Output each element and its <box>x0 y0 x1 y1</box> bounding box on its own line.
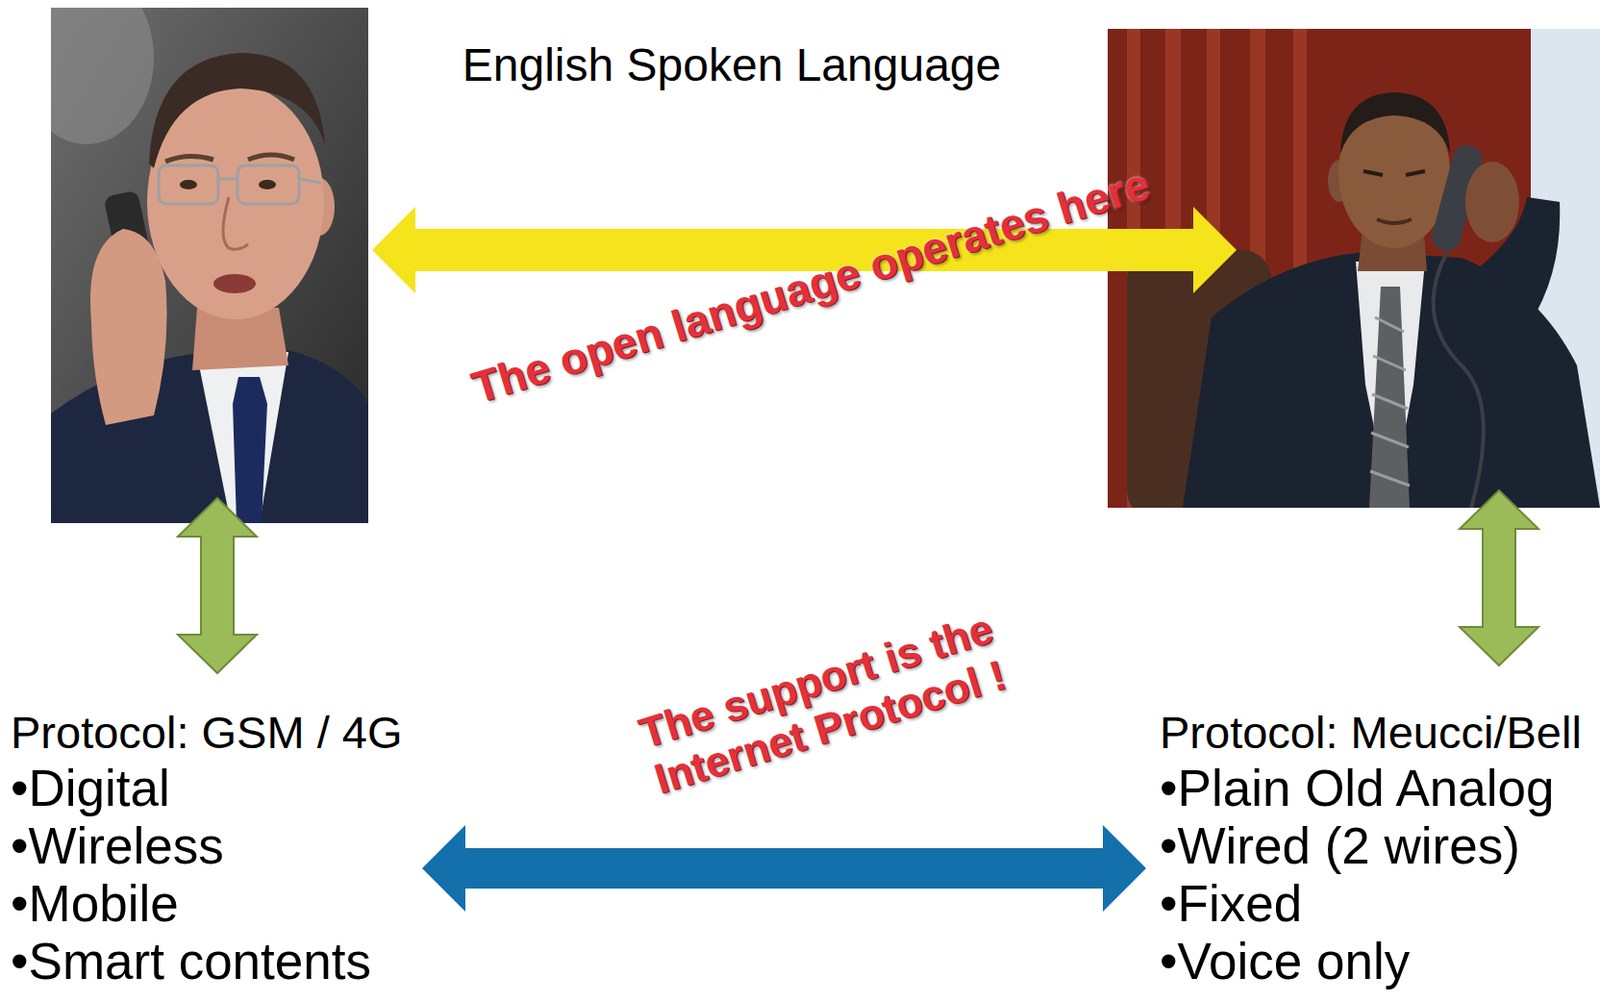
edge-label: The support is the Internet Protocol ! <box>625 601 1022 807</box>
eyebrows <box>165 154 295 162</box>
photo-left <box>50 7 369 524</box>
feature-bullet: •Wireless <box>10 817 405 875</box>
shirt <box>197 351 289 524</box>
eye <box>258 179 276 190</box>
mouth <box>213 274 256 294</box>
protocol-block: Protocol: GSM / 4G•Digital•Wireless•Mobi… <box>6 705 409 991</box>
nose <box>223 197 249 250</box>
shirt <box>1355 261 1425 508</box>
hair <box>149 52 325 169</box>
heading-title: English Spoken Language <box>462 38 1001 92</box>
feature-bullet: •Plain Old Analog <box>1159 759 1584 818</box>
feature-bullet: •Mobile <box>10 875 405 933</box>
mouth <box>1376 219 1412 224</box>
hand <box>90 228 168 425</box>
phone-cord <box>1433 251 1484 508</box>
glasses <box>237 165 300 204</box>
hair <box>1340 92 1450 154</box>
feature-bullet: •Digital <box>10 759 405 818</box>
feature-bullet: •Wired (2 wires) <box>1159 817 1584 875</box>
slogan-label: The open language operates here <box>465 157 1155 414</box>
protocol-block: Protocol: Meucci/Bell•Plain Old Analog•W… <box>1155 705 1588 991</box>
tie <box>232 376 268 524</box>
eyes <box>1363 171 1425 175</box>
green-double-arrow <box>177 498 257 674</box>
protocol-heading: Protocol: GSM / 4G <box>10 705 405 760</box>
glasses <box>158 165 219 204</box>
feature-bullet: •Fixed <box>1159 875 1584 933</box>
tie-stripes <box>1370 317 1410 486</box>
feature-bullet: •Voice only <box>1159 932 1584 991</box>
tie <box>1369 286 1410 508</box>
hand <box>1465 161 1520 243</box>
green-double-arrow <box>1459 490 1539 666</box>
block-arrow <box>422 825 1147 912</box>
background-figure <box>50 7 154 145</box>
feature-bullet: •Smart contents <box>10 932 405 991</box>
eye <box>179 179 198 190</box>
protocol-heading: Protocol: Meucci/Bell <box>1159 705 1584 760</box>
